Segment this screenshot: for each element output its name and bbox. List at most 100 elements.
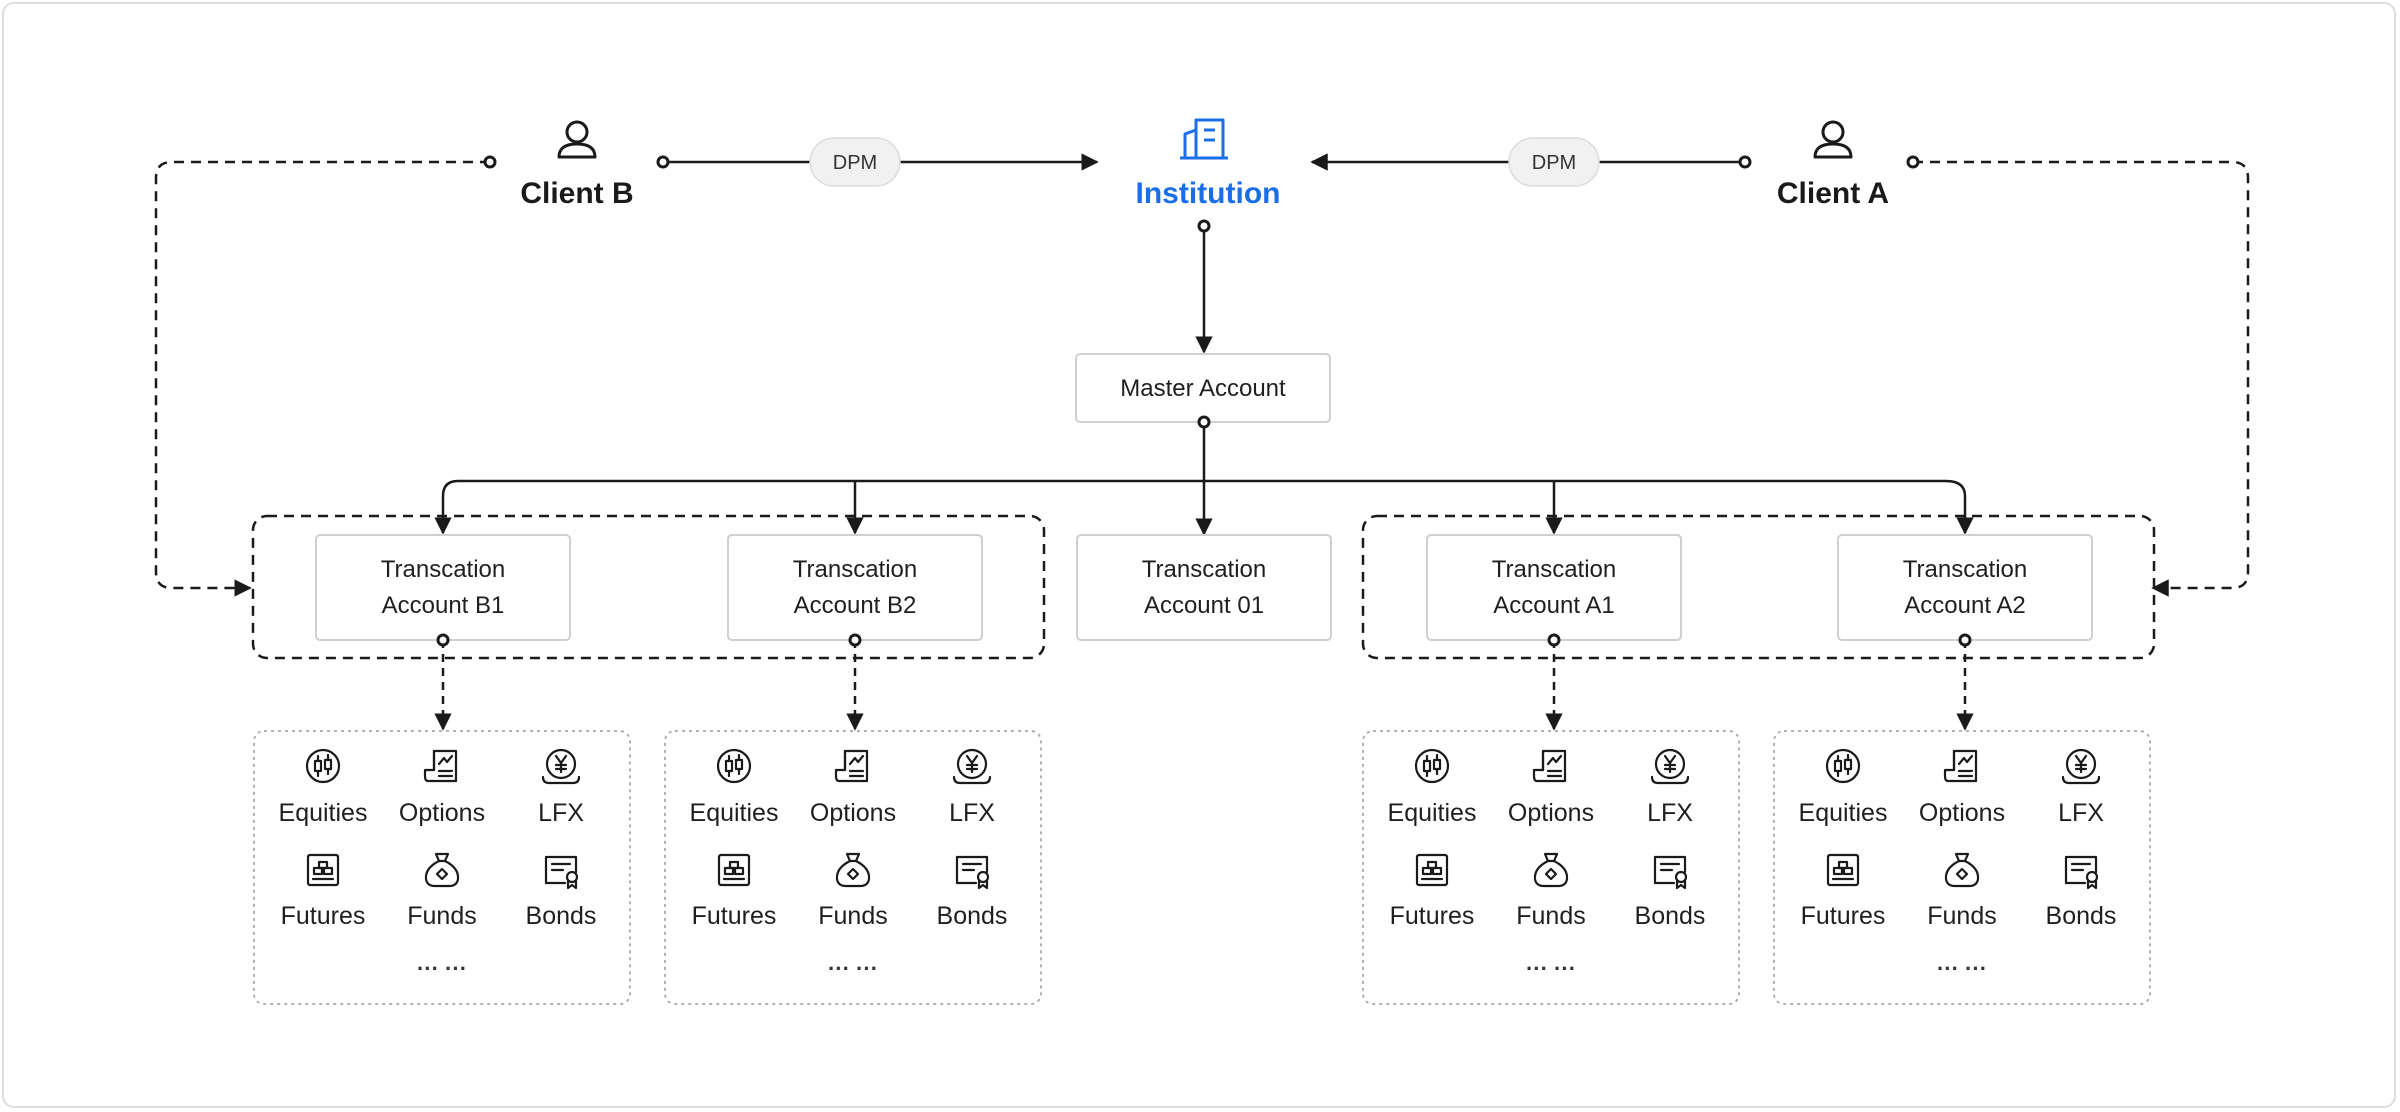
account-product-link: [434, 633, 452, 731]
account-label-line: Account B2: [794, 592, 917, 619]
candlestick-icon: [716, 748, 752, 784]
yen-coin-icon: [541, 748, 581, 785]
person-icon: [1813, 120, 1853, 159]
certificate-icon: [955, 855, 990, 890]
account-label-line: Transcation: [1903, 556, 2028, 583]
yen-coin-icon: [2061, 748, 2101, 785]
product-label: Bonds: [937, 902, 1008, 930]
product-item: Funds: [1516, 852, 1586, 930]
product-label: Bonds: [2046, 902, 2117, 930]
client-a-label: Client A: [1777, 177, 1889, 210]
client-a-node: Client A: [1777, 120, 1889, 210]
product-label: Bonds: [1635, 902, 1706, 930]
product-label: LFX: [949, 799, 995, 827]
money-bag-icon: [835, 852, 871, 888]
product-item: LFX: [949, 748, 995, 827]
product-item: LFX: [538, 748, 584, 827]
building-icon: [1180, 118, 1228, 160]
certificate-icon: [544, 855, 579, 890]
money-bag-icon: [1944, 852, 1980, 888]
document-chart-icon: [423, 749, 458, 783]
product-item: Options: [1508, 749, 1594, 827]
product-grid: Equities Options LFX Futures Funds Bonds ··· ·…: [664, 730, 1042, 1005]
product-label: Equities: [279, 799, 368, 827]
product-label: Options: [399, 799, 485, 827]
account-label-line: Account A1: [1493, 592, 1614, 619]
money-bag-icon: [424, 852, 460, 888]
product-item: Futures: [281, 853, 366, 930]
product-item: Equities: [1799, 748, 1887, 827]
product-item: Equities: [279, 748, 368, 827]
client-b-label: Client B: [520, 177, 633, 210]
product-label: Funds: [407, 902, 476, 930]
product-label: Options: [1508, 799, 1594, 827]
product-label: Equities: [1388, 799, 1477, 827]
product-item: Bonds: [1635, 855, 1706, 930]
yen-coin-icon: [952, 748, 992, 785]
product-item: Equities: [690, 748, 779, 827]
client-a-dashed-link: [1906, 155, 2250, 597]
account-label-line: Transcation: [1492, 556, 1617, 583]
document-chart-icon: [1943, 749, 1978, 783]
product-item: LFX: [1647, 748, 1693, 827]
institution-label: Institution: [1136, 177, 1281, 210]
product-label: LFX: [2058, 799, 2104, 827]
more-products-label: ··· ···: [1937, 956, 1987, 981]
product-label: Futures: [1390, 902, 1475, 930]
account-product-link: [846, 633, 864, 731]
product-item: Bonds: [937, 855, 1008, 930]
product-item: Futures: [1801, 853, 1886, 930]
product-item: Options: [1919, 749, 2005, 827]
institution-master-link: [1195, 219, 1213, 354]
person-icon: [557, 120, 597, 159]
product-item: Equities: [1388, 748, 1477, 827]
account-product-link: [1956, 633, 1974, 731]
candlestick-icon: [1414, 748, 1450, 784]
candlestick-icon: [305, 748, 341, 784]
product-grid: Equities Options LFX Futures Funds Bonds ··· ·…: [253, 730, 631, 1005]
more-products-label: ··· ···: [828, 956, 878, 981]
yen-coin-icon: [1650, 748, 1690, 785]
account-product-links: [434, 633, 1974, 731]
client-b-accounts-group: [251, 514, 1046, 660]
product-label: Options: [1919, 799, 2005, 827]
product-label: Futures: [281, 902, 366, 930]
blocks-icon: [306, 853, 340, 887]
dpm-pill: [809, 137, 901, 187]
product-item: Options: [399, 749, 485, 827]
product-label: Equities: [690, 799, 779, 827]
product-label: Futures: [1801, 902, 1886, 930]
dpm-link-right: DPM: [1310, 137, 1752, 187]
more-products-label: ··· ···: [417, 956, 467, 981]
client-b-dashed-link: [154, 155, 497, 597]
product-label: Bonds: [526, 902, 597, 930]
master-accounts-links: [434, 415, 1974, 536]
account-label-line: Transcation: [1142, 556, 1267, 583]
certificate-icon: [2064, 855, 2099, 890]
account-label-line: Transcation: [793, 556, 918, 583]
product-label: Funds: [1927, 902, 1996, 930]
dpm-label: DPM: [1532, 152, 1576, 174]
product-label: Options: [810, 799, 896, 827]
dpm-link-left: DPM: [656, 137, 1099, 187]
client-b-node: Client B: [520, 120, 634, 210]
product-item: Bonds: [526, 855, 597, 930]
account-product-link: [1545, 633, 1563, 731]
dpm-label: DPM: [833, 152, 877, 174]
product-label: Funds: [818, 902, 887, 930]
institution-node: Institution: [1136, 118, 1281, 210]
blocks-icon: [717, 853, 751, 887]
certificate-icon: [1653, 855, 1688, 890]
product-label: LFX: [538, 799, 584, 827]
product-item: Funds: [407, 852, 477, 930]
product-label: Futures: [692, 902, 777, 930]
dpm-pill: [1508, 137, 1600, 187]
